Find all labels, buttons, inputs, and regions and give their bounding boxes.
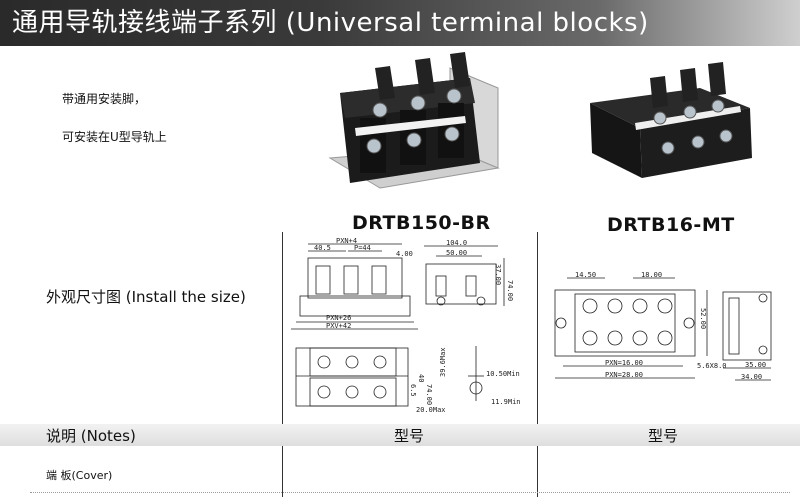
dim-1800: 18.00 — [641, 271, 662, 279]
dim-405: 40.5 — [314, 244, 331, 252]
dim-pxn1600: PXN=16.00 — [605, 359, 643, 367]
dim-p44: P=44 — [354, 244, 371, 252]
dim-5200: 52.00 — [699, 308, 707, 329]
dim-3700: 37.00 — [494, 264, 502, 285]
feature-line-2: 可安装在U型导轨上 — [62, 130, 167, 144]
dim-396max: 39.6Max — [439, 347, 447, 377]
dim-3500: 35.00 — [745, 361, 766, 369]
dim-pxv42: PXV+42 — [326, 322, 351, 330]
dim-7400b: 74.00 — [425, 384, 433, 405]
row-divider — [30, 492, 790, 493]
dim-40: 40 — [417, 374, 425, 382]
product-photo-drtb150-br — [328, 52, 500, 189]
page-title: 通用导轨接线端子系列 (Universal terminal blocks) — [12, 8, 649, 38]
dim-1450: 14.50 — [575, 271, 596, 279]
product-name-left: DRTB150-BR — [352, 212, 491, 234]
dimension-drawing-left: PXN+4 40.5 P=44 4.00 PXN+26 PXV+42 104.0… — [291, 237, 521, 414]
column-divider-right — [537, 232, 538, 497]
dim-3400: 34.00 — [741, 373, 762, 381]
dim-phi: 5.6X8.0 — [697, 362, 727, 370]
dim-200max: 20.0Max — [416, 406, 446, 414]
product-name-right: DRTB16-MT — [607, 214, 735, 236]
dim-65: 6.5 — [409, 384, 417, 397]
dim-7400: 74.00 — [506, 280, 514, 301]
notes-band — [0, 424, 800, 446]
header-banner: 通用导轨接线端子系列 (Universal terminal blocks) — [0, 0, 800, 46]
notes-model-left: 型号 — [394, 427, 425, 445]
notes-label: 说明 (Notes) — [46, 427, 136, 445]
dim-pxn26: PXN+26 — [326, 314, 351, 322]
dim-pxn2800: PXN=28.00 — [605, 371, 643, 379]
dim-1050min: 10.50Min — [486, 370, 520, 378]
feature-line-1: 带通用安装脚， — [62, 92, 147, 106]
dimension-drawing-right: 14.50 18.00 52.00 PXN=16.00 PXN=28.00 5.… — [554, 271, 772, 381]
column-divider-left — [282, 232, 283, 497]
dim-1040: 104.0 — [446, 239, 467, 247]
cover-label: 端 板(Cover) — [46, 469, 113, 482]
dim-119min: 11.9Min — [491, 398, 521, 406]
dim-5000: 50.00 — [446, 249, 467, 257]
dim-pxn4: PXN+4 — [336, 237, 357, 245]
notes-model-right: 型号 — [648, 427, 679, 445]
install-size-label: 外观尺寸图 (Install the size) — [46, 288, 246, 306]
product-photo-drtb16-mt — [590, 62, 752, 178]
dim-400: 4.00 — [396, 250, 413, 258]
